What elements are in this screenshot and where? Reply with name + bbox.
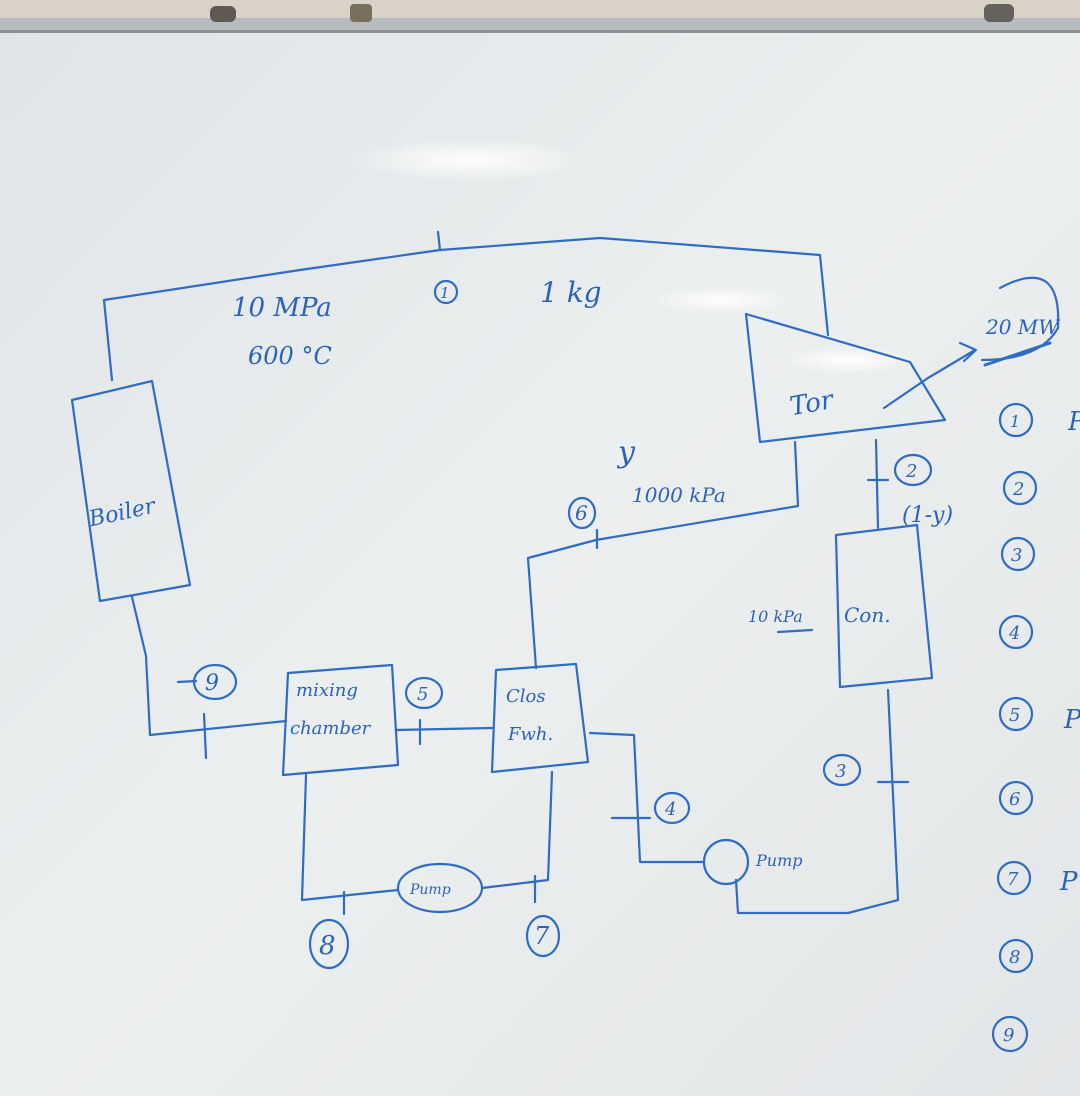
power-output-label: 20 MW	[985, 315, 1060, 339]
closed-fwh-box	[490, 662, 590, 774]
condenser-fraction-label: (1-y)	[902, 503, 953, 528]
list-circle	[998, 696, 1034, 732]
list-item-1: 1	[1010, 412, 1020, 431]
state-circle	[822, 753, 862, 787]
state-circle	[404, 676, 444, 710]
board-frame-top	[0, 18, 1080, 32]
list-circle	[998, 780, 1034, 816]
list-circle	[1000, 536, 1036, 572]
state-9-label: 9	[205, 671, 219, 696]
state-1-label: 1	[440, 284, 450, 302]
list-circle	[998, 614, 1034, 650]
turbine-shape	[744, 312, 947, 444]
power-arrow	[882, 348, 977, 410]
list-circle	[991, 1015, 1029, 1053]
state-6-label: 6	[575, 501, 588, 525]
drain-line	[480, 770, 554, 890]
list-item-9: 9	[1003, 1025, 1014, 1046]
list-circle	[998, 938, 1034, 974]
list-circle	[998, 402, 1034, 438]
pressure-boiler-label: 10 MPa	[232, 293, 332, 323]
light-glare	[350, 138, 590, 182]
arrow-head-icon	[958, 341, 978, 363]
state-circle	[653, 791, 691, 825]
cycle-diagram	[70, 230, 1060, 1053]
state-circle	[893, 453, 933, 487]
temperature-boiler-label: 600 °C	[248, 342, 332, 370]
underline	[776, 628, 814, 634]
state-8-label: 8	[319, 931, 336, 961]
state-5-label: 5	[417, 684, 428, 705]
list-item-2: 2	[1012, 479, 1024, 500]
bleed-fraction-label: y	[616, 435, 636, 470]
list-item-7: 7	[1007, 869, 1019, 890]
light-glare	[780, 346, 920, 374]
boiler-box	[70, 379, 192, 603]
frame-clip-icon	[984, 4, 1014, 22]
mixing-to-boiler-line	[130, 595, 288, 737]
fwh-to-mixing-line	[394, 726, 494, 732]
condenser-pressure-label: 10 kPa	[748, 607, 803, 626]
closed-fwh-label-1: Clos	[506, 686, 546, 707]
pump2-to-mixing-line	[300, 773, 400, 902]
list-item-7-text: P	[1059, 867, 1078, 897]
state-circle	[308, 918, 350, 970]
mixing-chamber-box	[281, 663, 400, 777]
list-item-6: 6	[1009, 789, 1020, 810]
state-2-label: 2	[905, 461, 917, 482]
frame-clip-icon	[350, 4, 372, 22]
frame-clip-icon	[210, 6, 236, 22]
underline	[983, 341, 1052, 367]
list-item-3: 3	[1011, 545, 1022, 566]
list-circle	[996, 860, 1032, 896]
mixing-chamber-label-1: mixing	[296, 680, 358, 701]
state-7-label: 7	[534, 922, 550, 950]
list-item-1-text: P	[1067, 407, 1080, 437]
condenser-box	[834, 523, 934, 689]
state-3-label: 3	[835, 761, 846, 782]
state-circle	[433, 279, 459, 305]
list-circle	[1002, 470, 1038, 506]
tick-mark	[436, 230, 442, 252]
list-item-5-text: P	[1063, 705, 1080, 735]
mixing-chamber-label-2: chamber	[290, 718, 372, 739]
condensate-line	[734, 688, 900, 915]
mass-flow-label: 1 kg	[540, 276, 602, 309]
extraction-pressure-label: 1000 kPa	[632, 483, 726, 507]
list-item-4: 4	[1008, 623, 1020, 644]
pump-2-circle	[396, 862, 484, 914]
list-item-8: 8	[1009, 947, 1020, 968]
condenser-label: Con.	[844, 603, 891, 627]
list-item-5: 5	[1009, 705, 1020, 726]
state-circle	[192, 663, 238, 701]
state-circle	[525, 914, 561, 958]
closed-fwh-label-2: Fwh.	[507, 724, 553, 745]
tick-mark	[202, 712, 208, 760]
light-glare	[650, 286, 790, 314]
feedwater-line-1	[588, 731, 706, 864]
state-circle	[567, 496, 597, 530]
pump-2-label: Pump	[409, 882, 451, 898]
turbine-exit-line	[874, 438, 880, 530]
board-frame-edge	[0, 30, 1080, 33]
state-4-label: 4	[664, 799, 676, 820]
power-circle	[980, 276, 1060, 362]
wall-above-board	[0, 0, 1080, 22]
pump-1-label: Pump	[755, 851, 802, 870]
